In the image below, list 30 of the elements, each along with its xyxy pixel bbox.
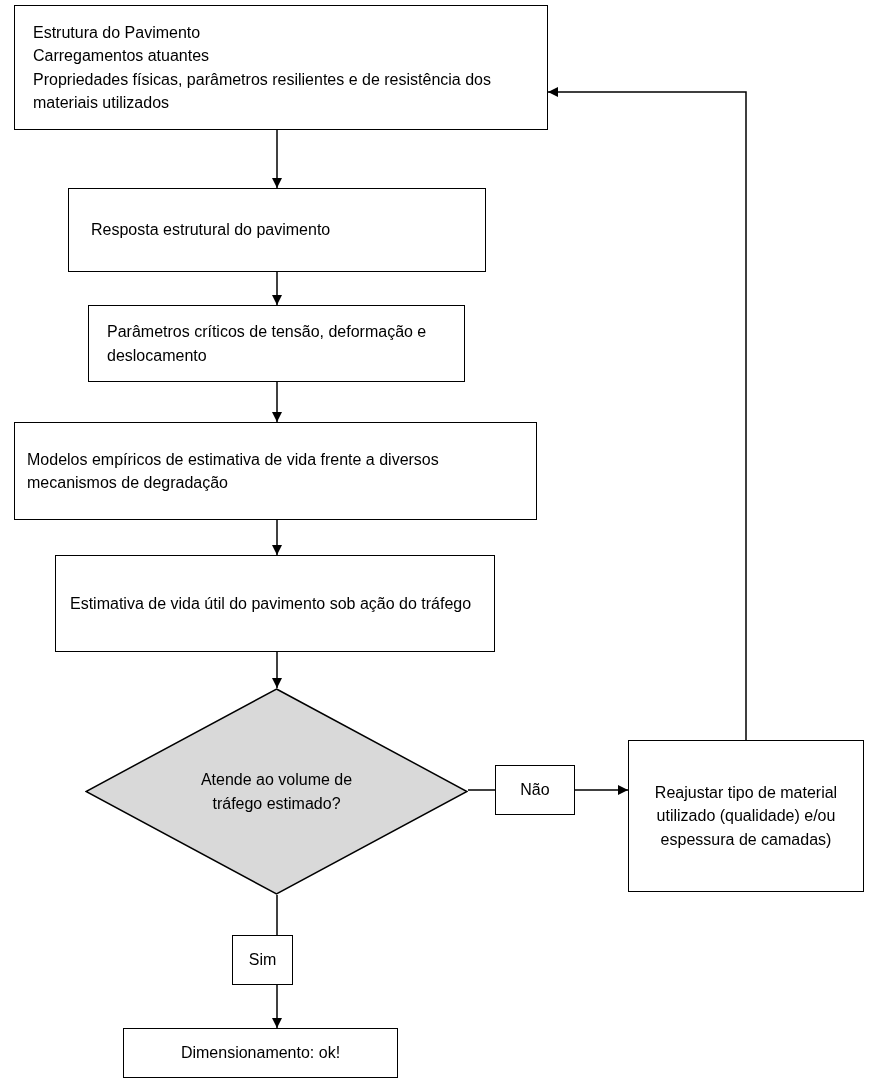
node-text: Reajustar tipo de material utilizado (qualidade) e/ou espessura de camadas): [653, 783, 839, 850]
node-text: Não: [519, 780, 551, 801]
node-text: Propriedades físicas, parâmetros resilientes e de resistência dos materiais utilizados: [33, 69, 492, 113]
arrow: [547, 87, 747, 741]
node-text: Estimativa de vida útil do pavimento sob ação do tráfego: [70, 593, 473, 614]
arrow: [272, 381, 282, 423]
arrow: [272, 519, 282, 556]
arrow: [574, 785, 629, 795]
arrow: [272, 129, 282, 189]
node-text: Carregamentos atuantes: [33, 46, 211, 67]
arrow: [272, 271, 282, 306]
process-box: [232, 935, 293, 985]
process-box: [123, 1028, 398, 1078]
process-box: [628, 740, 864, 892]
node-text: Modelos empíricos de estimativa de vida frente a diversos mecanismos de degradação: [27, 449, 440, 493]
process-box: [495, 765, 575, 815]
process-box: [88, 305, 465, 382]
process-box: [55, 555, 495, 652]
decision-diamond: [85, 688, 468, 895]
node-text: Parâmetros críticos de tensão, deformação e deslocamento: [107, 322, 428, 366]
node-text: Atende ao volume de tráfego estimado?: [199, 770, 354, 814]
process-box: [14, 422, 537, 520]
arrow: [272, 651, 282, 689]
node-text: Sim: [247, 950, 278, 971]
arrow: [272, 984, 282, 1029]
node-text: Resposta estrutural do pavimento: [91, 220, 332, 241]
node-text: Estrutura do Pavimento: [33, 23, 202, 44]
process-box: [68, 188, 486, 272]
node-text: Dimensionamento: ok!: [179, 1043, 342, 1064]
process-box: [14, 5, 548, 130]
